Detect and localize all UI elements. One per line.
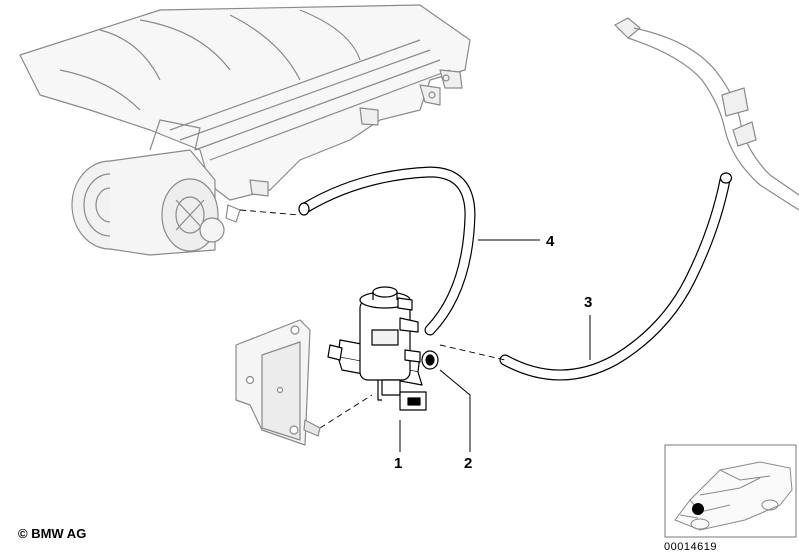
car-locator-inset <box>664 444 797 538</box>
callout-number-1: 1 <box>394 455 402 472</box>
document-number: 00014619 <box>664 541 717 553</box>
callout-number-2: 2 <box>464 455 472 472</box>
cap-part-2 <box>421 350 439 370</box>
hose-part-3 <box>499 172 733 381</box>
mounting-bracket-drawing <box>235 319 321 446</box>
callout-number-4: 4 <box>546 233 555 250</box>
solenoid-valve-part-1 <box>327 286 427 411</box>
hose-part-4 <box>298 166 476 336</box>
air-hose-drawing <box>614 17 799 211</box>
location-marker-dot <box>692 503 704 515</box>
leader-line-2 <box>439 369 471 452</box>
assembly-dash-lines <box>239 209 506 429</box>
callout-number-3: 3 <box>584 294 592 311</box>
callout-leaders <box>399 239 591 452</box>
intake-manifold-drawing <box>19 4 471 256</box>
copyright-notice: © BMW AG <box>18 526 87 541</box>
car-outline <box>674 461 793 531</box>
